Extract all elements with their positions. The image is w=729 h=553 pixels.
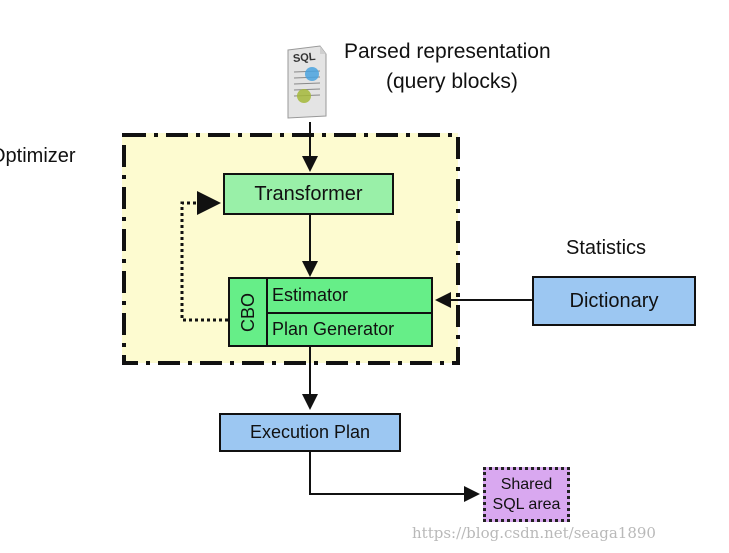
- sql-icon-text: SQL: [292, 50, 317, 66]
- cbo-side-label: CBO: [230, 279, 268, 345]
- watermark: https://blog.csdn.net/seaga1890: [412, 524, 656, 542]
- transformer-label: Transformer: [254, 182, 363, 205]
- shared-sql-line1: Shared: [500, 475, 553, 493]
- shared-sql-area-box: Shared SQL area: [483, 467, 570, 522]
- input-caption-line2: (query blocks): [386, 70, 518, 93]
- execution-plan-label: Execution Plan: [249, 422, 371, 442]
- arrow-execution-to-shared: [309, 452, 480, 502]
- sql-document-icon: SQL: [284, 44, 330, 120]
- feedback-loop: [180, 191, 228, 322]
- cbo-label: CBO: [237, 292, 258, 332]
- plan-generator-label: Plan Generator: [272, 319, 395, 339]
- optimizer-label: Optimizer: [0, 145, 76, 167]
- plan-generator-cell: Plan Generator: [268, 314, 431, 345]
- statistics-heading: Statistics: [566, 237, 647, 259]
- dictionary-box: Dictionary: [532, 276, 696, 326]
- optimizer-border: [122, 133, 460, 365]
- input-caption-line1: Parsed representation: [344, 40, 551, 63]
- cbo-block: CBO Estimator Plan Generator: [228, 277, 433, 347]
- transformer-box: Transformer: [223, 173, 394, 215]
- shared-sql-line2: SQL area: [492, 495, 561, 513]
- estimator-cell: Estimator: [268, 279, 431, 314]
- execution-plan-box: Execution Plan: [219, 413, 401, 452]
- dictionary-label: Dictionary: [569, 289, 659, 312]
- estimator-label: Estimator: [272, 285, 349, 305]
